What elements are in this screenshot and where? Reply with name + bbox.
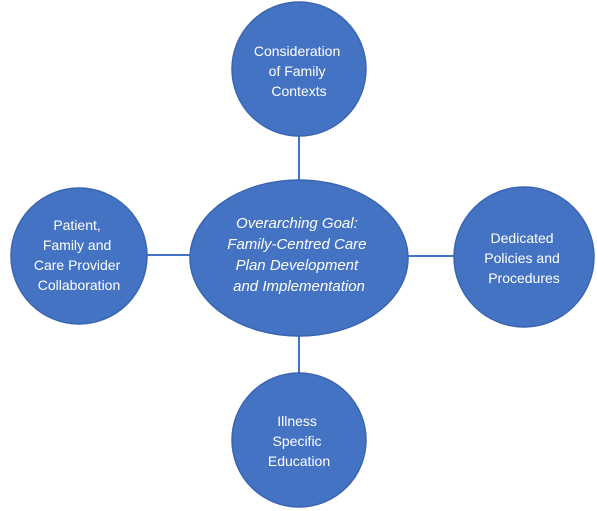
node-policies-procedures-label: Dedicated Policies and Procedures	[484, 230, 563, 286]
overarching-goal-label: Overarching Goal: Family-Centred Care Pl…	[227, 215, 370, 295]
node-family-contexts: Consideration of Family Contexts	[231, 1, 367, 137]
node-family-contexts-label: Consideration of Family Contexts	[254, 43, 344, 99]
node-policies-procedures: Dedicated Policies and Procedures	[453, 186, 595, 328]
node-collaboration-label: Patient, Family and Care Provider Collab…	[34, 217, 124, 293]
node-illness-education-label: Illness Specific Education	[268, 413, 330, 469]
node-overarching-goal: Overarching Goal: Family-Centred Care Pl…	[189, 179, 409, 337]
node-illness-education: Illness Specific Education	[231, 372, 367, 508]
node-collaboration: Patient, Family and Care Provider Collab…	[10, 187, 148, 325]
